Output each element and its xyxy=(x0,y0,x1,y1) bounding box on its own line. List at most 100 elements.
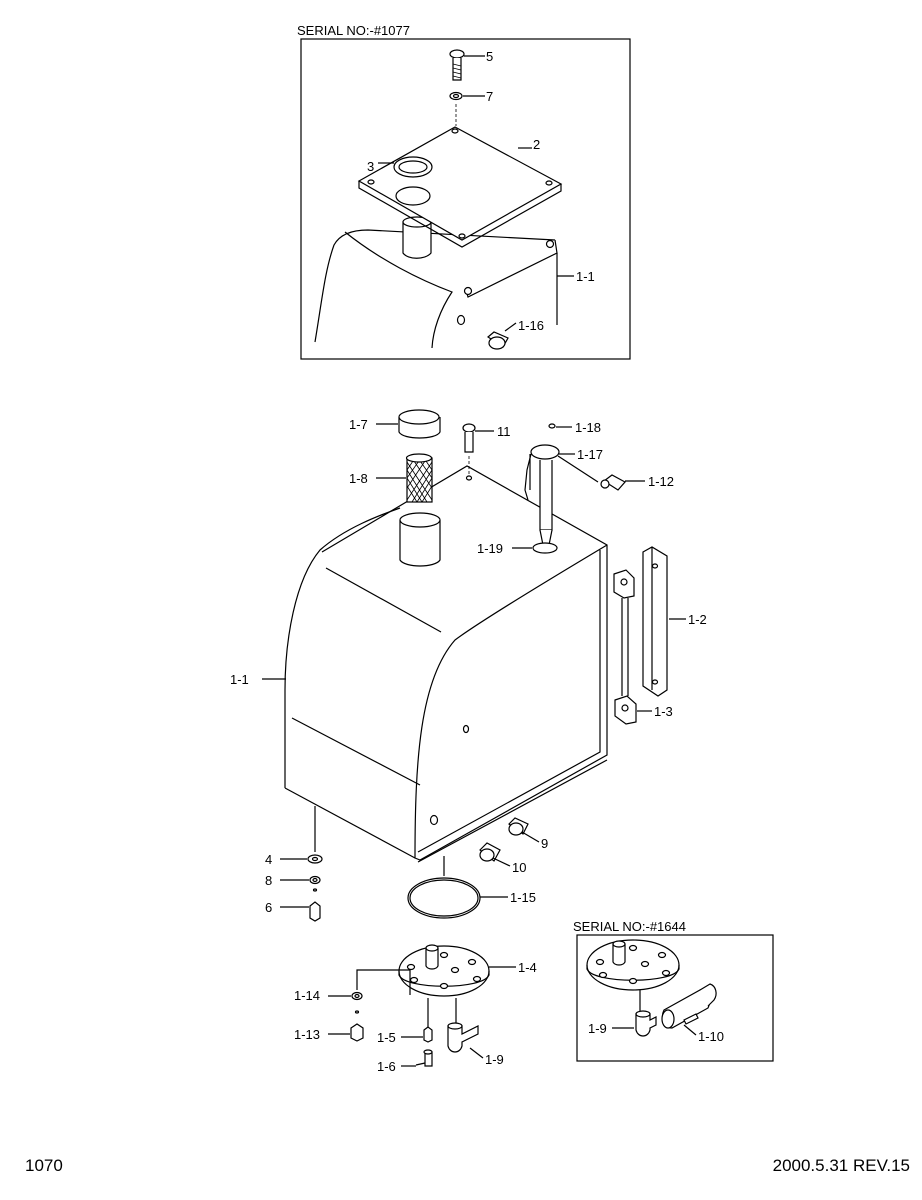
gauge-lead xyxy=(557,455,599,483)
flange-hole xyxy=(409,976,419,984)
tank-top-outline xyxy=(314,229,556,343)
tank-bottom-rim xyxy=(417,759,608,863)
flange-boss xyxy=(425,948,439,970)
cover-plate xyxy=(357,126,563,241)
flange-hole xyxy=(467,958,477,966)
gauge-tube xyxy=(539,460,553,531)
nut-1-13 xyxy=(350,1023,364,1042)
plate-hole xyxy=(451,128,459,134)
callout-1-9: 1-9 xyxy=(485,1052,504,1067)
top-inset-serial: SERIAL NO:-#1077 xyxy=(297,23,410,38)
callout-1-6: 1-6 xyxy=(377,1059,396,1074)
tank-crease-low xyxy=(291,717,421,786)
bolt-shank xyxy=(464,432,474,453)
bracket-hole xyxy=(651,563,659,569)
revision-date: 2000.5.31 REV.15 xyxy=(772,1156,910,1175)
plate-opening xyxy=(395,186,431,206)
plate-hole xyxy=(458,233,466,239)
callout-1-12: 1-12 xyxy=(648,474,674,489)
leader xyxy=(521,831,540,843)
bottom-inset-serial: SERIAL NO:-#1644 xyxy=(573,919,686,934)
flange-boss-top xyxy=(425,944,439,952)
callout-8: 8 xyxy=(265,873,272,888)
flange-boss xyxy=(612,944,626,966)
elbow-1-9-alt xyxy=(635,1013,657,1037)
elbow-1-9 xyxy=(447,1025,479,1053)
spring-washer xyxy=(312,888,318,892)
nut-6 xyxy=(309,901,321,922)
callout-1-4: 1-4 xyxy=(518,960,537,975)
flange-hole xyxy=(657,951,667,959)
o-ring-1-15-inner xyxy=(409,879,479,917)
top-rim xyxy=(465,239,558,298)
bottom-inset: SERIAL NO:-#1644 1-9 1-10 xyxy=(573,919,774,1062)
top-inset-frame xyxy=(300,38,631,360)
gauge-flange xyxy=(530,444,560,460)
callout-1-7: 1-7 xyxy=(349,417,368,432)
gauge-wire xyxy=(524,453,532,501)
drain-hole xyxy=(456,314,466,326)
strainer-body xyxy=(402,222,432,259)
bracket-1-2 xyxy=(642,546,668,697)
leader xyxy=(683,1024,697,1036)
callout-9: 9 xyxy=(541,836,548,851)
valve-end xyxy=(661,1009,675,1029)
o-ring-1-15 xyxy=(407,877,481,919)
main-tank-assembly: 1-7 1-8 11 1-18 1-17 1-12 1-19 1-2 1-1 1… xyxy=(230,409,707,1074)
callout-1-16: 1-16 xyxy=(518,318,544,333)
leader xyxy=(492,857,511,867)
callout-3: 3 xyxy=(367,159,374,174)
callout-1-19: 1-19 xyxy=(477,541,503,556)
callout-6: 6 xyxy=(265,900,272,915)
callout-4: 4 xyxy=(265,852,272,867)
callout-1-5: 1-5 xyxy=(377,1030,396,1045)
flange-hole xyxy=(406,963,416,971)
flange-hole xyxy=(595,958,605,966)
washer-8-hole xyxy=(312,877,318,883)
elbow-end xyxy=(600,479,610,489)
flange-hole xyxy=(661,969,671,977)
plug-head xyxy=(488,336,506,350)
bolt-head xyxy=(462,423,476,433)
flange-hole xyxy=(439,951,449,959)
callout-5: 5 xyxy=(486,49,493,64)
callout-2: 2 xyxy=(533,137,540,152)
callout-1-17: 1-17 xyxy=(577,447,603,462)
callout-1-10: 1-10 xyxy=(698,1029,724,1044)
leader xyxy=(504,322,517,332)
filler-neck xyxy=(399,520,441,567)
callout-1-9-alt: 1-9 xyxy=(588,1021,607,1036)
bolt-thread xyxy=(452,63,462,79)
tank-crease xyxy=(325,567,442,633)
valve-nozzle xyxy=(699,983,717,1007)
callout-10: 10 xyxy=(512,860,526,875)
callout-1-14: 1-14 xyxy=(294,988,320,1003)
elbow-top xyxy=(635,1010,651,1018)
callout-1-18: 1-18 xyxy=(575,420,601,435)
filler-neck-top xyxy=(399,512,441,528)
callout-7: 7 xyxy=(486,89,493,104)
valve-lever xyxy=(683,1013,699,1025)
tank-body-outline xyxy=(321,465,608,861)
plug-9-head xyxy=(508,822,524,836)
callout-11: 11 xyxy=(497,424,511,439)
callout-1-1: 1-1 xyxy=(230,672,249,687)
callout-1-15: 1-15 xyxy=(510,890,536,905)
flange-hole xyxy=(628,944,638,952)
flange-hole xyxy=(450,966,460,974)
fitting-1-5 xyxy=(423,1026,433,1043)
page-number: 1070 xyxy=(25,1156,63,1175)
cock-1-6-top xyxy=(423,1049,433,1055)
flange-hole xyxy=(640,960,650,968)
callout-1-1: 1-1 xyxy=(576,269,595,284)
callout-1-13: 1-13 xyxy=(294,1027,320,1042)
rim-hole-2 xyxy=(463,286,473,296)
washer-1-14-hole xyxy=(354,993,360,999)
cover-plate-edge xyxy=(358,181,562,248)
elbow-1-12 xyxy=(602,474,626,491)
bottom-inset-frame xyxy=(576,934,774,1062)
bracket-hole xyxy=(651,679,659,685)
filter-mesh xyxy=(406,457,433,503)
plate-hole xyxy=(545,180,553,186)
